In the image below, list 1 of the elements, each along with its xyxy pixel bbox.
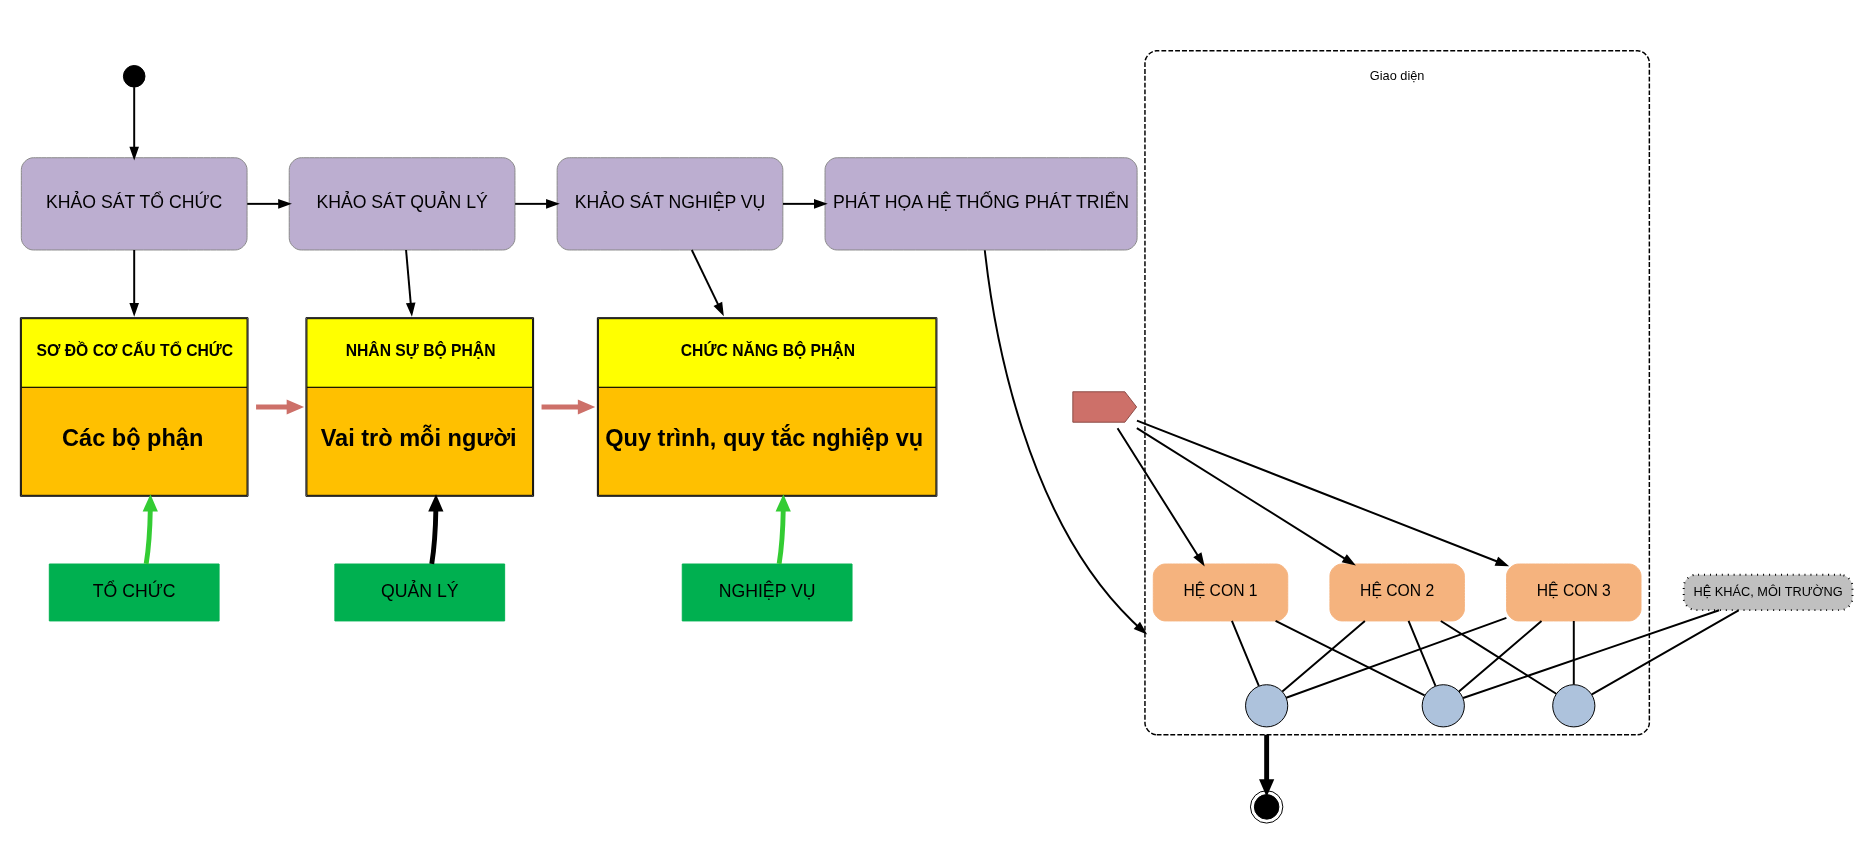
- label: Giao diện: [1369, 67, 1425, 83]
